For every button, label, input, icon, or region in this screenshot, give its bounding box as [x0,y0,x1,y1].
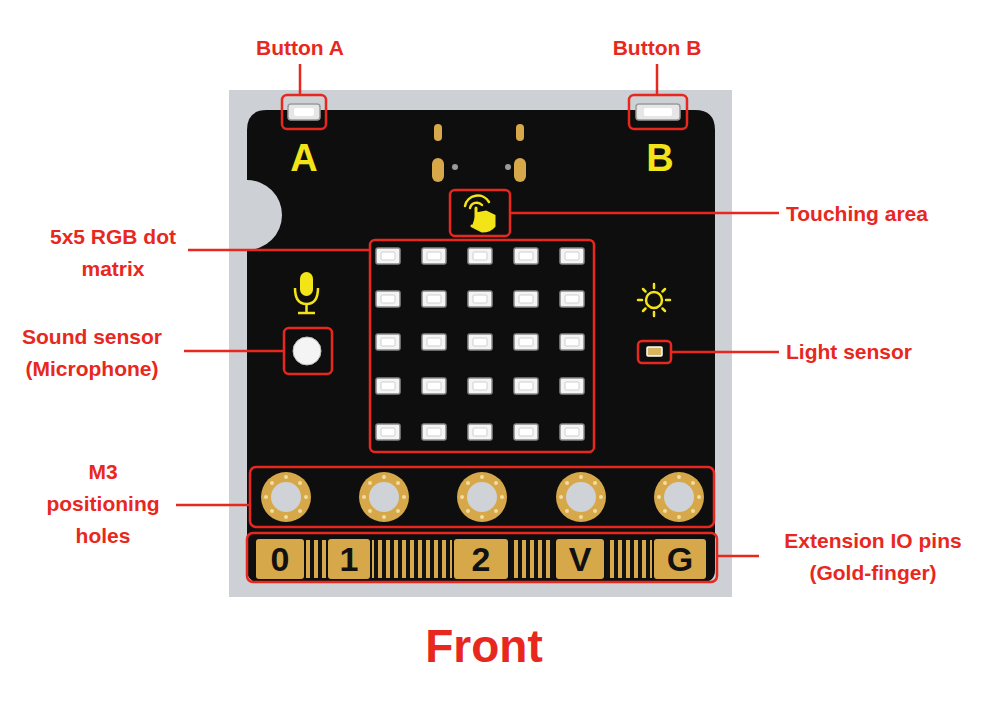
pin-name: G [667,541,693,577]
light-icon [638,284,670,316]
microphone-part [293,337,321,365]
touch-pads [432,124,526,182]
callout-label: 5x5 RGB dot matrix [43,221,183,285]
callout-label: Light sensor [786,336,912,368]
button-b-part [636,104,680,120]
callout-label: Button A [256,32,344,64]
touch-icon [465,196,494,231]
silkscreen-letter: A [290,138,317,178]
callout-label: Sound sensor (Microphone) [5,321,180,385]
button-a-part [288,104,320,120]
callout-label: Touching area [786,198,928,230]
pin-name: V [569,541,592,577]
light-sensor-part [647,347,662,356]
positioning-holes [261,472,704,522]
led-matrix [376,248,584,440]
microphone-icon [295,272,318,313]
caption: Front [425,620,543,672]
callout-label: Extension IO pins (Gold-finger) [764,525,982,589]
highlight-boxes [247,95,717,582]
callout-label: M3 positioning holes [38,456,168,552]
leader-lines [176,64,779,556]
pin-name: 1 [340,541,359,577]
gold-fingers [256,539,706,579]
silkscreen-letter: B [646,138,673,178]
backdrop [229,90,732,597]
pcb-board [247,110,715,582]
callout-label: Button B [613,32,702,64]
pin-name: 2 [472,541,491,577]
pin-name: 0 [271,541,290,577]
